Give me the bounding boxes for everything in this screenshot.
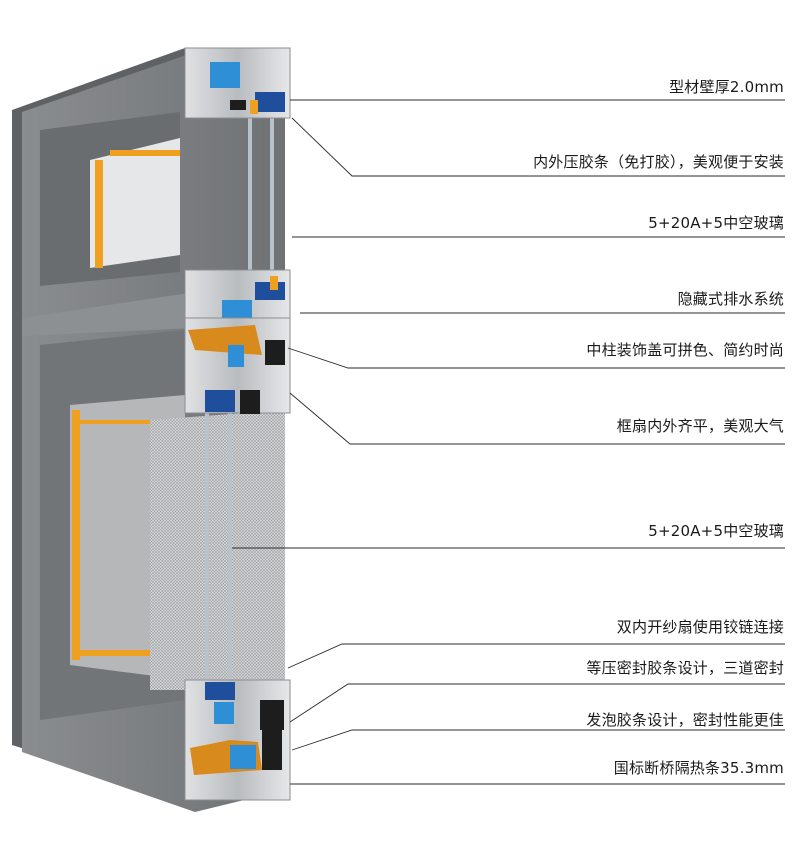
glass-panes-bottom — [205, 410, 232, 685]
leader-seal-gasket — [289, 683, 785, 723]
transom-profile-section — [184, 269, 291, 322]
annotation-thermal-break: 国标断桥隔热条35.3mm — [613, 759, 784, 777]
annotation-mullion-cover: 中柱装饰盖可拼色、简约时尚 — [586, 341, 784, 359]
bottom-profile-section — [184, 679, 291, 801]
annotation-screen-hinge: 双内开纱扇使用铰链连接 — [616, 618, 784, 636]
leader-mullion-cover — [287, 347, 785, 369]
leader-flush-sash — [289, 392, 785, 445]
annotation-drainage: 隐藏式排水系统 — [677, 290, 784, 308]
annotation-seal-gasket: 等压密封胶条设计，三道密封 — [586, 659, 784, 677]
leader-screen-hinge — [287, 643, 785, 669]
mullion-profile-section — [184, 317, 291, 414]
leader-foam-gasket — [291, 729, 785, 751]
annotation-glass-top: 5+20A+5中空玻璃 — [648, 214, 784, 232]
annotation-wall-thickness: 型材壁厚2.0mm — [669, 78, 784, 96]
annotation-bead-strip: 内外压胶条（免打胶），美观便于安装 — [533, 153, 784, 171]
top-profile-section — [184, 47, 291, 119]
leader-bead-strip — [291, 117, 785, 177]
annotation-foam-gasket: 发泡胶条设计，密封性能更佳 — [586, 711, 784, 729]
annotation-glass-bottom: 5+20A+5中空玻璃 — [648, 522, 784, 540]
annotation-flush-sash: 框扇内外齐平，美观大气 — [616, 417, 784, 435]
leader-lines — [232, 99, 785, 785]
insect-screen — [150, 410, 285, 690]
glass-panes-top — [248, 110, 274, 280]
